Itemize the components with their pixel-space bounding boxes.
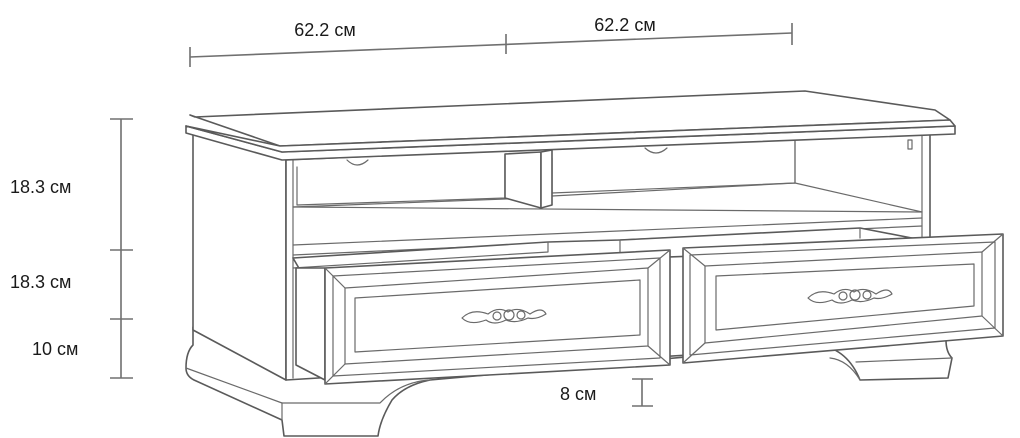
left-drawer	[324, 249, 671, 385]
width-left-label: 62.2 см	[294, 20, 355, 40]
right-drawer	[682, 233, 1004, 364]
width-dimension: 62.2 см 62.2 см	[189, 15, 793, 67]
foot-dimension: 8 см	[560, 378, 653, 407]
right-drawer-handle-icon[interactable]	[807, 288, 893, 304]
cabinet-top	[185, 90, 956, 161]
tv-cabinet-drawing	[185, 90, 1004, 437]
width-right-label: 62.2 см	[594, 15, 655, 35]
height-dimension: 18.3 см 18.3 см 10 см	[10, 118, 133, 379]
height-base-label: 10 см	[32, 339, 78, 359]
left-drawer-handle-icon[interactable]	[461, 308, 547, 324]
height-middle-label: 18.3 см	[10, 272, 71, 292]
height-top-label: 18.3 см	[10, 177, 71, 197]
foot-height-label: 8 см	[560, 384, 596, 404]
drawer-boxes	[292, 227, 923, 381]
